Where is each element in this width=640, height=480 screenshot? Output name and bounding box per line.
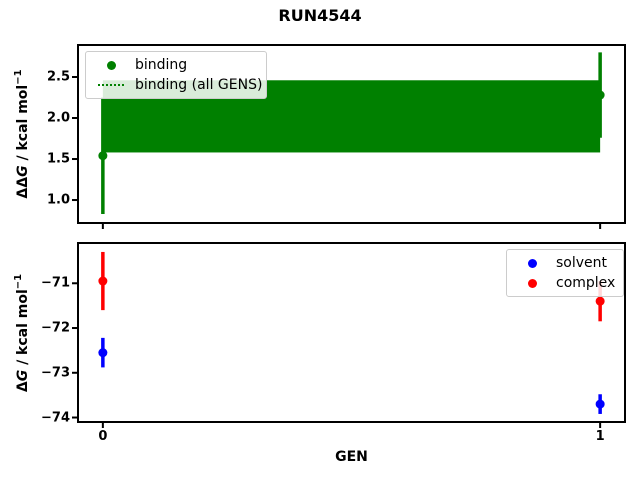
y-tick-label: 1.5 bbox=[46, 151, 70, 167]
solvent-marker bbox=[98, 348, 108, 358]
y-axis-label-top: ΔΔG / kcal mol−1 bbox=[13, 69, 31, 198]
legend-label-binding: binding bbox=[135, 57, 188, 73]
y-tick-label: 2.0 bbox=[46, 110, 70, 126]
legend-item-binding-all-gens: binding (all GENS) bbox=[86, 75, 266, 95]
legend-marker-cell bbox=[519, 258, 545, 268]
legend-marker-cell bbox=[98, 60, 124, 70]
binding-marker bbox=[98, 151, 108, 161]
complex-marker bbox=[98, 276, 108, 286]
y-tick-label: 1.0 bbox=[46, 192, 70, 208]
legend-top: binding binding (all GENS) bbox=[85, 51, 267, 99]
axes-frame bbox=[77, 242, 626, 423]
complex-dot-icon bbox=[527, 278, 537, 288]
legend-label-complex: complex bbox=[556, 275, 616, 291]
binding-dot-icon bbox=[106, 60, 116, 70]
y-tick-label: −73 bbox=[41, 365, 70, 381]
y-tick-label: −74 bbox=[41, 410, 70, 426]
axes-frame bbox=[77, 44, 626, 224]
y-tick-label: 2.5 bbox=[46, 69, 70, 85]
legend-label-binding-all-gens: binding (all GENS) bbox=[135, 77, 263, 93]
complex-marker bbox=[595, 296, 605, 306]
legend-bottom: solvent complex bbox=[506, 249, 624, 297]
ylabel-top-symbol: G bbox=[14, 165, 31, 177]
x-axis-label: GEN bbox=[335, 449, 368, 465]
binding-all-gens-dotted-line-icon bbox=[98, 84, 124, 86]
legend-item-binding: binding bbox=[86, 55, 266, 75]
binding-marker bbox=[595, 90, 605, 100]
y-tick-label: −72 bbox=[41, 320, 70, 336]
legend-marker-cell bbox=[519, 278, 545, 288]
legend-item-solvent: solvent bbox=[507, 253, 623, 273]
x-tick-label: 1 bbox=[595, 429, 605, 444]
legend-item-complex: complex bbox=[507, 273, 623, 293]
solvent-dot-icon bbox=[527, 258, 537, 268]
legend-label-solvent: solvent bbox=[556, 255, 608, 271]
figure-title: RUN4544 bbox=[278, 6, 362, 25]
ylabel-bottom-delta: Δ bbox=[14, 381, 31, 393]
y-tick-label: −71 bbox=[41, 275, 70, 291]
legend-marker-cell bbox=[98, 84, 124, 86]
x-tick-label: 0 bbox=[98, 429, 108, 444]
solvent-marker bbox=[595, 399, 605, 409]
